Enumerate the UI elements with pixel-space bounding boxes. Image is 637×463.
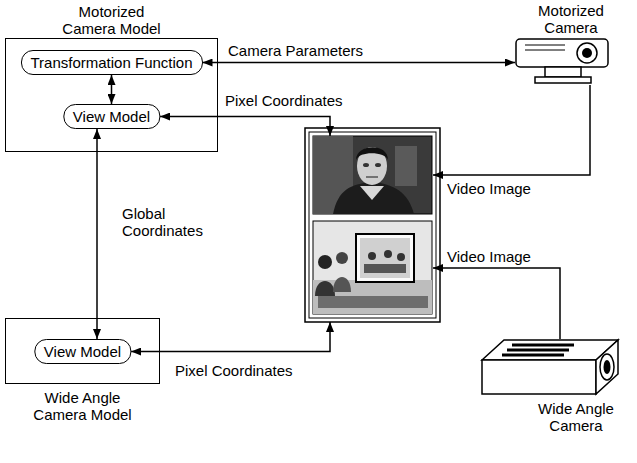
camera-model-box: Wide Angle Camera ModelView Model xyxy=(5,318,160,384)
node-label: Transformation Function xyxy=(30,54,192,71)
close-up-video-image-part xyxy=(333,182,414,214)
connector-arrow xyxy=(111,75,113,104)
edge-label: Global Coordinates xyxy=(122,205,222,239)
annotation-label: Pixel Coordinates xyxy=(225,92,343,109)
camera-model-box: Motorized Camera ModelTransformation Fun… xyxy=(5,38,218,152)
wide-angle-video-image-part xyxy=(318,296,428,308)
view-model-box: View Model xyxy=(34,339,131,364)
wide-angle-video-image-part xyxy=(333,277,351,292)
close-up-video-image-part xyxy=(357,147,387,185)
monitor-frame xyxy=(305,128,440,322)
camera-icon xyxy=(478,336,625,398)
monitor-frame-part xyxy=(309,132,436,318)
wide-angle-camera: Wide Angle Camera xyxy=(478,336,625,440)
wide-angle-video-image-part xyxy=(336,252,348,264)
node-label: View Model xyxy=(73,108,150,125)
pixel-coordinates-arrow xyxy=(131,322,330,352)
close-up-video-image-part xyxy=(356,147,388,160)
model-heading: Motorized Camera Model xyxy=(57,3,167,37)
annotation-label: Pixel Coordinates xyxy=(175,362,293,379)
connector-arrow xyxy=(203,62,515,64)
motorized-camera: Motorized Camera xyxy=(515,2,627,84)
edge-label: Camera Parameters xyxy=(228,42,363,59)
wide-angle-video-image-part xyxy=(313,221,432,314)
model-heading: Wide Angle Camera Model xyxy=(23,389,143,423)
close-up-video-image-part xyxy=(366,176,378,178)
connector-arrow xyxy=(96,129,98,339)
close-up-video-image-part xyxy=(363,163,369,167)
function-box: Transformation Function xyxy=(20,50,202,75)
wide-angle-video-image xyxy=(313,221,432,314)
monitor-frame-part xyxy=(305,128,440,322)
video-image-arrow xyxy=(433,85,590,175)
wide-angle-video-image-part xyxy=(313,280,432,314)
device-label: Wide Angle Camera xyxy=(530,400,622,434)
annotation-label: Video Image xyxy=(447,248,531,265)
wide-angle-video-image-part xyxy=(364,264,406,273)
wide-angle-video-image-part xyxy=(368,252,376,260)
wide-angle-video-image-part xyxy=(356,234,414,282)
wide-angle-video-image-part xyxy=(360,238,410,278)
video-image-arrow xyxy=(433,268,560,339)
wide-angle-video-image-part xyxy=(318,255,332,269)
close-up-video-image-part xyxy=(395,146,417,186)
pixel-coordinates-arrow xyxy=(160,117,330,137)
wide-angle-video-image-part xyxy=(397,253,405,261)
close-up-video-image xyxy=(313,136,432,214)
close-up-video-image-part xyxy=(360,186,384,200)
node-label: View Model xyxy=(44,343,121,360)
close-up-video-image-part xyxy=(313,136,432,214)
annotation-label: Video Image xyxy=(447,180,531,197)
device-label: Motorized Camera xyxy=(525,2,617,36)
wide-angle-video-image-part xyxy=(384,250,392,258)
view-model-box: View Model xyxy=(63,104,160,129)
close-up-video-image-part xyxy=(375,163,381,167)
wide-angle-video-image-part xyxy=(315,281,335,296)
camera-icon xyxy=(515,35,627,85)
